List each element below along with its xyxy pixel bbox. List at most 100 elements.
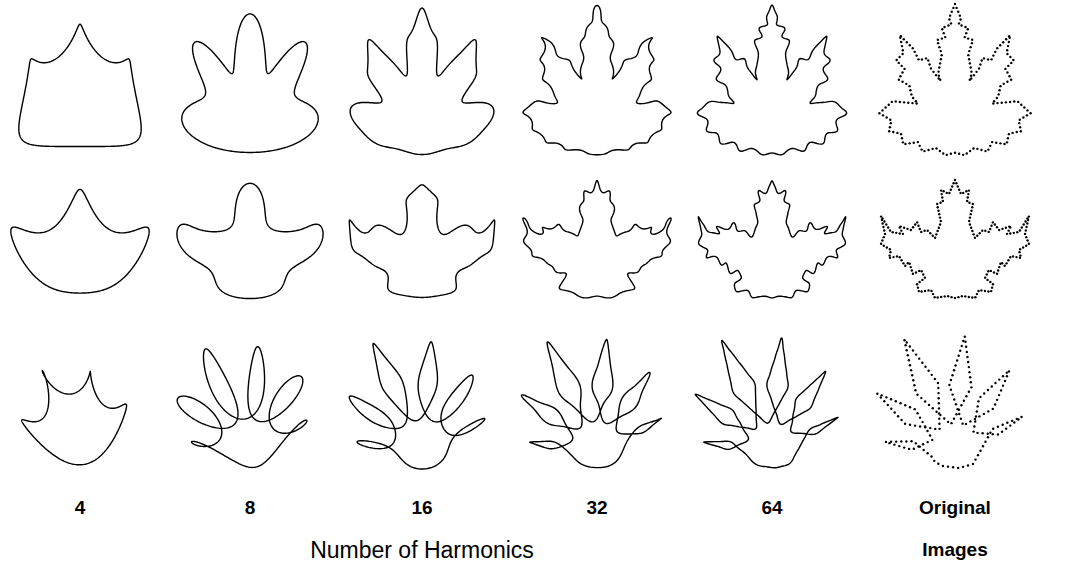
leaf-dot [924, 276, 926, 278]
leaf-dot [901, 53, 903, 55]
leaf-dot [913, 384, 915, 386]
leaf-dot [987, 58, 989, 60]
leaf-dot [999, 142, 1001, 144]
leaf-dot [919, 145, 921, 147]
leaf-dot [1006, 71, 1008, 73]
leaf-dot [937, 206, 939, 208]
leaf-dot [949, 14, 951, 16]
leaf-dot [1001, 431, 1003, 433]
leaf-dot [970, 77, 972, 79]
leaf-dot [992, 433, 994, 435]
leaf-dot [1016, 231, 1018, 233]
leaf-dot [961, 345, 963, 347]
leaf-dot [939, 414, 941, 416]
leaf-dot [909, 44, 911, 46]
harmonic-count: 4 [75, 497, 86, 519]
leaf-dot [910, 229, 912, 231]
leaf-dot [938, 417, 940, 419]
leaf-outline [523, 181, 671, 298]
leaf-dot [920, 270, 922, 272]
leaf-dot [934, 236, 936, 238]
leaf-dot [943, 417, 945, 419]
leaf-dot [937, 39, 939, 41]
leaf-dot [1006, 53, 1008, 55]
leaf-dot [1023, 223, 1025, 225]
leaf-dot [987, 410, 989, 412]
leaf-dot [922, 273, 924, 275]
leaf-dot [1021, 226, 1023, 228]
leaf-dot [1023, 106, 1025, 108]
leaf-dot [991, 141, 993, 143]
leaf-dot [999, 44, 1001, 46]
leaf-dot [1008, 41, 1010, 43]
leaf-dot [984, 441, 986, 443]
leaf-dot [918, 270, 920, 272]
leaf-dot [928, 404, 930, 406]
leaf-dot [890, 408, 892, 410]
leaf-dot [967, 28, 969, 30]
leaf-dot [1006, 422, 1008, 424]
leaf-dot [1001, 424, 1003, 426]
leaf-dot [917, 445, 919, 447]
leaf-dot [1020, 416, 1022, 418]
leaf-dot [926, 452, 928, 454]
leaf-dot [905, 440, 907, 442]
leaf-dot [972, 233, 974, 235]
leaf-dot [926, 441, 928, 443]
leaf-dot [913, 408, 915, 410]
leaf-dot [990, 270, 992, 272]
leaf-dot [923, 150, 925, 152]
leaf-dot [1007, 229, 1009, 231]
leaf-dot [986, 279, 988, 281]
leaf-dot [904, 143, 906, 145]
leaf-dot [938, 402, 940, 404]
leaf-dot [969, 216, 971, 218]
leaf-dotted-outline [876, 335, 1023, 469]
leaf-dot [964, 335, 966, 337]
leaf-dot [900, 65, 902, 67]
leaf-dot [997, 433, 999, 435]
leaf-dot [950, 389, 952, 391]
leaf-dot [967, 54, 969, 56]
leaf-dot [987, 148, 989, 150]
leaf-dot [929, 232, 931, 234]
leaf-dot [1029, 112, 1031, 114]
leaf-dot [996, 97, 998, 99]
leaf-dot [946, 154, 948, 156]
leaf-dot [906, 41, 908, 43]
leaf-dot [889, 229, 891, 231]
leaf-dot [920, 231, 922, 233]
leaf-dot [998, 229, 1000, 231]
leaf-dot [988, 231, 990, 233]
leaf-dot [924, 366, 926, 368]
leaf-dot [951, 185, 953, 187]
leaf-dot [888, 442, 890, 444]
leaf-dot [1007, 65, 1009, 67]
leaf-dot [967, 196, 969, 198]
leaf-dot [954, 297, 956, 299]
leaf-dot [954, 3, 956, 5]
leaf-dot [978, 415, 980, 417]
leaf-outline [182, 14, 318, 153]
leaf-dot [986, 273, 988, 275]
leaf-dot [891, 101, 893, 103]
leaf-dot [968, 189, 970, 191]
leaf-dot [968, 50, 970, 52]
leaf-dot [924, 290, 926, 292]
leaf-dot [955, 403, 957, 405]
leaf-dot [952, 466, 954, 468]
leaf-dot [880, 394, 882, 396]
leaf-dot [962, 340, 964, 342]
leaf-dot [924, 426, 926, 428]
leaf-dot [972, 147, 974, 149]
leaf-dot [1004, 68, 1006, 70]
leaf-dot [976, 405, 978, 407]
leaf-dot [901, 81, 903, 83]
leaf-dot [941, 28, 943, 30]
leaf-dot [882, 114, 884, 116]
leaf-dot [948, 192, 950, 194]
leaf-dot [996, 226, 998, 228]
leaf-dot [992, 283, 994, 285]
leaf-dot [968, 391, 970, 393]
harmonic-count: 16 [411, 497, 432, 519]
